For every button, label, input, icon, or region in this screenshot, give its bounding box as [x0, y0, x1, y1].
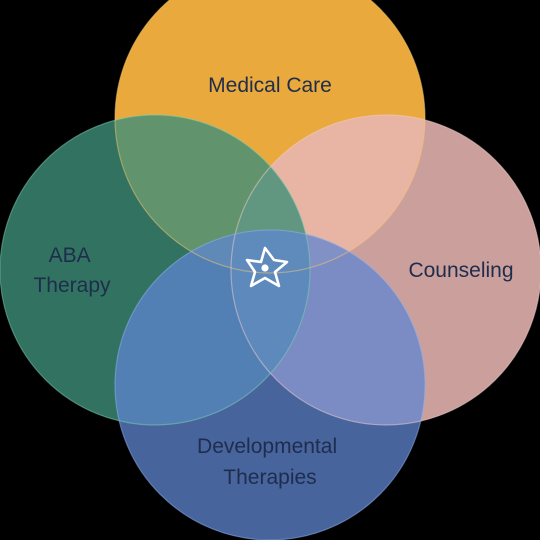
label-medical-care: Medical Care — [208, 74, 332, 97]
label-aba-therapy: ABA Therapy — [33, 244, 111, 297]
label-developmental-therapies: Developmental Therapies — [197, 435, 343, 489]
label-counseling: Counseling — [408, 259, 513, 282]
circle-developmental-therapies — [115, 230, 425, 540]
asterisk-network-icon — [245, 246, 289, 288]
